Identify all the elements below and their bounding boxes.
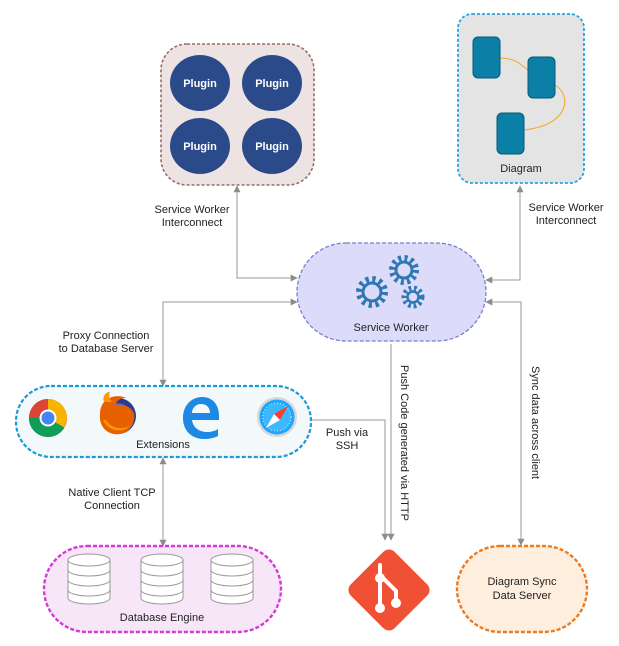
diagram-node bbox=[472, 36, 501, 79]
label-line: Interconnect bbox=[161, 217, 223, 229]
diagram-node bbox=[527, 56, 556, 99]
connector-sw-sync bbox=[485, 298, 525, 546]
plugins-group: Plugin Plugin Plugin Plugin bbox=[160, 43, 315, 186]
label-line: Push via bbox=[325, 427, 369, 439]
push-http-label: Push Code generated via HTTP bbox=[398, 365, 410, 521]
database-engine: Database Engine bbox=[42, 544, 283, 634]
plugin-label: Plugin bbox=[255, 141, 289, 153]
connectors bbox=[159, 185, 525, 547]
plugin-node-2: Plugin bbox=[242, 55, 302, 111]
label-line: Interconnect bbox=[535, 215, 597, 227]
plugin-node-3: Plugin bbox=[170, 118, 230, 174]
service-worker-label: Service Worker bbox=[354, 322, 429, 334]
firefox-icon bbox=[99, 392, 136, 435]
sw-interconnect-right-label: Service Worker Interconnect bbox=[514, 202, 618, 228]
extensions-label: Extensions bbox=[136, 439, 190, 451]
native-tcp-label: Native Client TCP Connection bbox=[52, 487, 172, 513]
plugin-node-4: Plugin bbox=[242, 118, 302, 174]
connector-plugins-sw bbox=[233, 185, 298, 282]
label-line: Proxy Connection bbox=[62, 330, 150, 342]
edge-icon bbox=[183, 397, 219, 439]
database-icon bbox=[210, 553, 254, 605]
extensions-group: Extensions bbox=[14, 384, 313, 459]
safari-icon bbox=[257, 397, 297, 437]
diagram-group: Diagram bbox=[457, 13, 585, 184]
label-line: Native Client TCP bbox=[68, 487, 156, 499]
sync-data-label: Sync data across client bbox=[529, 366, 541, 480]
git-icon bbox=[348, 549, 430, 631]
label-line: SSH bbox=[335, 440, 359, 452]
diagram-sync-label-line1: Diagram Sync bbox=[487, 576, 557, 588]
plugin-label: Plugin bbox=[255, 78, 289, 90]
diagram-node bbox=[496, 112, 525, 155]
diagram-label: Diagram bbox=[500, 163, 542, 175]
push-ssh-label: Push via SSH bbox=[322, 427, 372, 453]
connector-sw-extensions bbox=[159, 298, 298, 387]
diagram-sync-label-line2: Data Server bbox=[493, 590, 552, 602]
plugin-label: Plugin bbox=[183, 78, 217, 90]
diagram-sync-server: Diagram Sync Data Server bbox=[455, 544, 589, 634]
connector-diagram-sw bbox=[485, 185, 524, 284]
plugin-node-1: Plugin bbox=[170, 55, 230, 111]
diagram-link bbox=[499, 57, 529, 71]
label-line: Service Worker bbox=[154, 204, 230, 216]
database-icon bbox=[140, 553, 184, 605]
plugin-label: Plugin bbox=[183, 141, 217, 153]
service-worker: Service Worker bbox=[296, 242, 487, 342]
label-line: Connection bbox=[84, 500, 140, 512]
label-line: to Database Server bbox=[58, 343, 154, 355]
label-line: Service Worker bbox=[528, 202, 604, 214]
sw-interconnect-left-label: Service Worker Interconnect bbox=[140, 204, 244, 230]
diagram-link bbox=[523, 84, 566, 131]
chrome-icon bbox=[28, 398, 67, 438]
connector-extensions-git bbox=[312, 419, 389, 541]
proxy-connection-label: Proxy Connection to Database Server bbox=[46, 330, 166, 356]
gears-icon bbox=[356, 255, 425, 309]
database-icon bbox=[67, 553, 111, 605]
database-engine-label: Database Engine bbox=[120, 612, 204, 624]
